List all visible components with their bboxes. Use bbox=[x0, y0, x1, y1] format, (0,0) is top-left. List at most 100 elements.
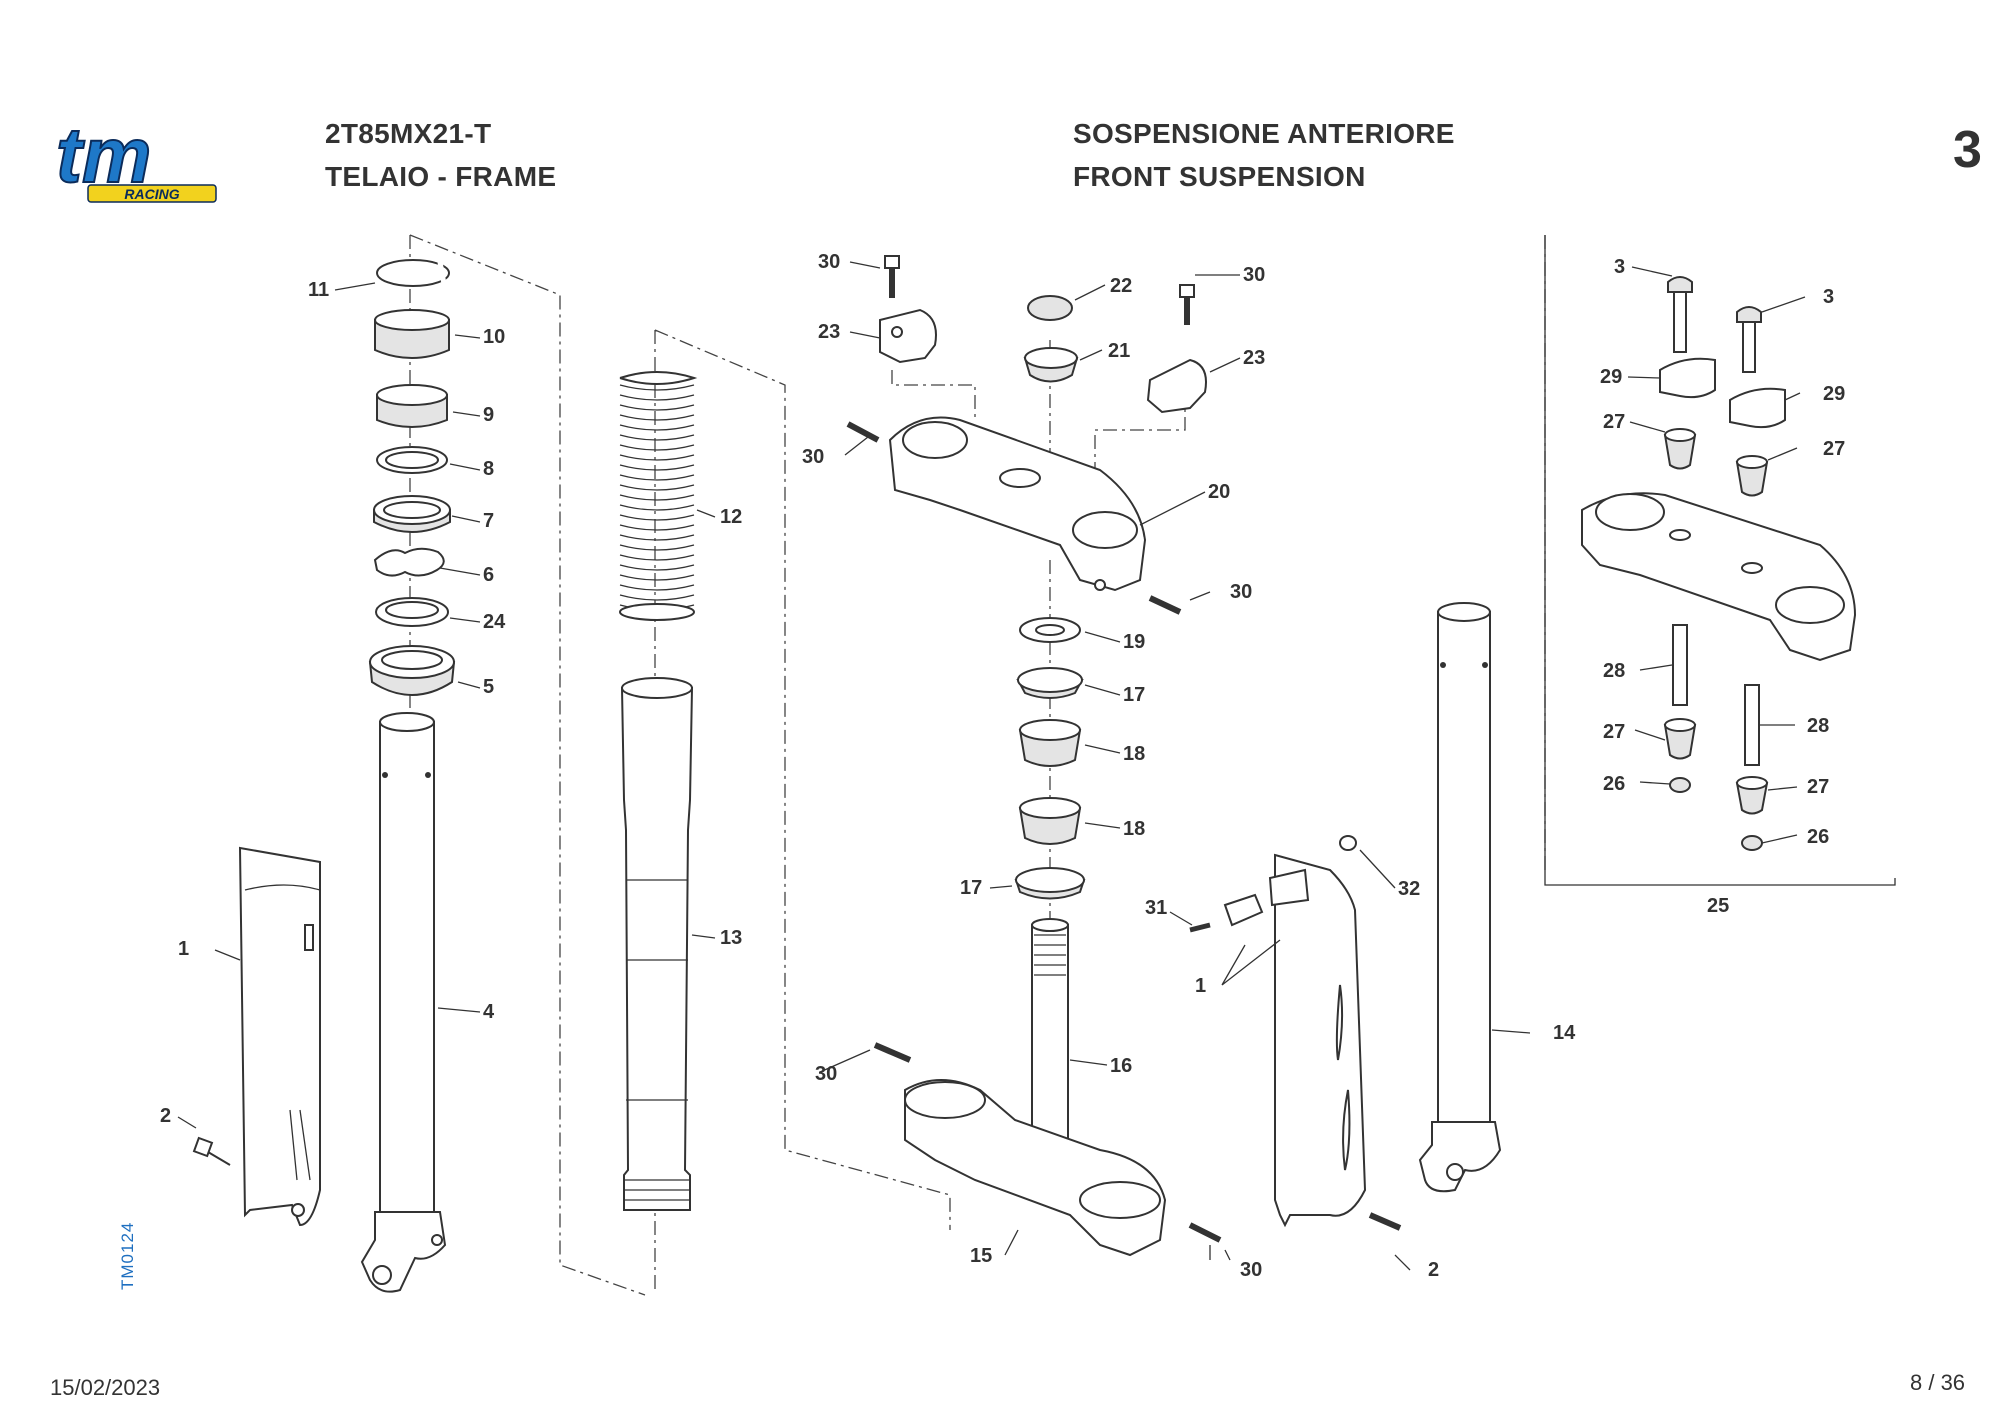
part-29-clamp-left bbox=[1659, 357, 1716, 399]
part-12-spring bbox=[619, 371, 698, 621]
callout-18-top: 18 bbox=[1123, 743, 1145, 765]
part-32-nut bbox=[1339, 835, 1357, 851]
leader-lines bbox=[177, 261, 1806, 1271]
section-number: 3 bbox=[1953, 121, 1982, 179]
part-20-upper-triple-clamp bbox=[888, 416, 1147, 592]
part-28-spacer-left bbox=[1672, 624, 1688, 706]
part-17-bearing-cup-top bbox=[1016, 667, 1084, 699]
callout-14: 14 bbox=[1553, 1022, 1576, 1044]
callout-29-left: 29 bbox=[1600, 366, 1622, 388]
part-inset-upper-clamp bbox=[1581, 492, 1857, 662]
callout-10: 10 bbox=[483, 326, 505, 348]
part-27-rubber-2 bbox=[1735, 455, 1769, 497]
part-18-bearing-bottom bbox=[1018, 797, 1082, 845]
part-26-nut-1 bbox=[1669, 777, 1691, 793]
callout-9: 9 bbox=[483, 404, 494, 426]
footer-date: 15/02/2023 bbox=[50, 1375, 161, 1400]
part-2-screw-left bbox=[192, 1136, 231, 1166]
part-clip-bracket bbox=[1223, 893, 1264, 927]
callout-2-right: 2 bbox=[1428, 1259, 1439, 1281]
callout-12: 12 bbox=[720, 506, 742, 528]
callout-8: 8 bbox=[483, 458, 494, 480]
part-30-screw-top-right bbox=[1179, 284, 1195, 325]
callout-30-top-left: 30 bbox=[818, 251, 840, 273]
callout-26-a: 26 bbox=[1603, 773, 1625, 795]
callout-18-bottom: 18 bbox=[1123, 818, 1145, 840]
callout-26-b: 26 bbox=[1807, 826, 1829, 848]
title-english: FRONT SUSPENSION bbox=[1073, 161, 1366, 192]
callout-25: 25 bbox=[1707, 895, 1729, 917]
callout-3-right: 3 bbox=[1823, 286, 1834, 308]
callout-4: 4 bbox=[483, 1001, 495, 1023]
title-italian: SOSPENSIONE ANTERIORE bbox=[1073, 118, 1455, 149]
part-10-bushing bbox=[374, 309, 450, 359]
logo-badge bbox=[87, 184, 217, 203]
callout-22: 22 bbox=[1110, 275, 1132, 297]
part-14-outer-tube-right bbox=[1418, 602, 1502, 1193]
callout-7: 7 bbox=[483, 510, 494, 532]
callout-16: 16 bbox=[1110, 1055, 1132, 1077]
part-22-cap bbox=[1027, 295, 1073, 321]
part-13-inner-tube bbox=[620, 677, 694, 1211]
callout-28-left: 28 bbox=[1603, 660, 1625, 682]
inset-box-frame bbox=[1544, 235, 1896, 886]
callout-15: 15 bbox=[970, 1245, 992, 1267]
part-18-bearing-top bbox=[1018, 719, 1082, 767]
callout-30-side-left: 30 bbox=[802, 446, 824, 468]
part-30-screw-side-left bbox=[846, 421, 880, 443]
callout-13: 13 bbox=[720, 927, 742, 949]
callout-11: 11 bbox=[308, 279, 329, 301]
part-21-nut bbox=[1023, 347, 1079, 383]
callout-1-left: 1 bbox=[178, 938, 189, 960]
part-11-circlip bbox=[376, 259, 450, 287]
part-9-bushing bbox=[376, 384, 448, 428]
part-17-bearing-cup-bottom bbox=[1014, 867, 1086, 900]
part-2-screw-right bbox=[1368, 1212, 1402, 1231]
part-5-dust-seal bbox=[368, 645, 456, 696]
callout-3-left: 3 bbox=[1614, 256, 1625, 278]
model-code: 2T85MX21-T bbox=[325, 118, 492, 149]
callout-28-right: 28 bbox=[1807, 715, 1829, 737]
callout-27-b: 27 bbox=[1823, 438, 1845, 460]
callout-23-left: 23 bbox=[818, 321, 840, 343]
callout-27-d: 27 bbox=[1807, 776, 1829, 798]
part-26-nut-2 bbox=[1741, 835, 1763, 851]
callout-1-right: 1 bbox=[1195, 975, 1206, 997]
callout-20: 20 bbox=[1208, 481, 1230, 503]
callout-32: 32 bbox=[1398, 878, 1420, 900]
part-31-screw bbox=[1189, 922, 1211, 933]
callout-30-lower-right: 30 bbox=[1240, 1259, 1262, 1281]
part-30-screw-lower-left bbox=[873, 1042, 912, 1063]
part-19-washer bbox=[1019, 617, 1081, 643]
callout-2-left: 2 bbox=[160, 1105, 171, 1127]
callout-30-top-right: 30 bbox=[1243, 264, 1265, 286]
callout-17-bottom: 17 bbox=[960, 877, 982, 899]
callout-23-right: 23 bbox=[1243, 347, 1265, 369]
part-4-outer-tube bbox=[360, 712, 447, 1293]
callout-27-a: 27 bbox=[1603, 411, 1625, 433]
part-28-spacer-right bbox=[1744, 684, 1760, 766]
part-23-clamp-right bbox=[1146, 358, 1207, 414]
part-27-rubber-3 bbox=[1663, 718, 1697, 760]
part-15-lower-triple-clamp bbox=[904, 1079, 1167, 1257]
part-24-ring bbox=[375, 597, 449, 627]
part-8-washer bbox=[376, 446, 448, 474]
part-3-bolt-left bbox=[1667, 276, 1693, 353]
callout-30-lower-left: 30 bbox=[815, 1063, 837, 1085]
callout-5: 5 bbox=[483, 676, 494, 698]
part-3-bolt-right bbox=[1736, 306, 1762, 373]
part-30-screw-top-left bbox=[884, 255, 900, 298]
callout-17-top: 17 bbox=[1123, 684, 1145, 706]
group-title: TELAIO - FRAME bbox=[325, 161, 557, 192]
part-1-fork-guard-left bbox=[238, 846, 321, 1227]
callout-29-right: 29 bbox=[1823, 383, 1845, 405]
callout-30-side-right: 30 bbox=[1230, 581, 1252, 603]
callout-31: 31 bbox=[1145, 897, 1167, 919]
part-27-rubber-4 bbox=[1735, 776, 1769, 815]
logo-subtitle: RACING bbox=[124, 186, 179, 202]
part-6-spring-clip bbox=[373, 547, 445, 577]
part-7-seal bbox=[373, 495, 451, 533]
callout-19: 19 bbox=[1123, 631, 1145, 653]
footer-page: 8 / 36 bbox=[1910, 1370, 1966, 1395]
